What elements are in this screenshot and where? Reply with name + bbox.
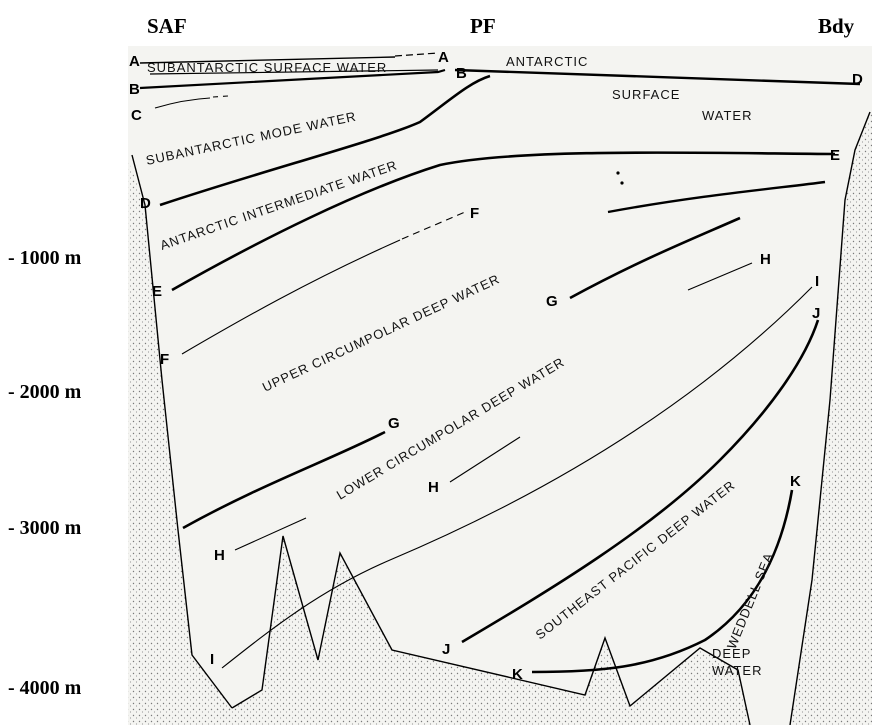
seafloor-stipple — [192, 536, 750, 725]
boundary-line-i — [221, 286, 813, 669]
marker-k-left: K — [512, 666, 523, 683]
label-subantarctic-surface-water: SUBANTARCTIC SURFACE WATER — [147, 60, 387, 75]
marker-b-right: B — [456, 65, 467, 82]
boundary-line-d — [159, 74, 491, 207]
marker-c: C — [131, 107, 142, 124]
header-saf: SAF — [147, 14, 187, 38]
marker-f-left: F — [160, 351, 169, 368]
boundary-line-a-lower — [149, 69, 439, 75]
boundary-line-g-lower — [182, 430, 386, 530]
depth-label-3000: - 3000 m — [8, 517, 82, 539]
marker-h-lower: H — [214, 547, 225, 564]
marker-k-right: K — [790, 473, 801, 490]
boundary-line-c-dashed — [212, 95, 229, 98]
marker-j-left: J — [442, 641, 450, 658]
marker-d-right: D — [852, 71, 863, 88]
marker-g-upper: G — [546, 293, 558, 310]
marker-d-left: D — [140, 195, 151, 212]
marker-b-left: B — [129, 81, 140, 98]
header-bdy: Bdy — [818, 14, 855, 38]
boundary-line-b — [139, 68, 446, 90]
marker-j-right: J — [812, 305, 820, 322]
boundary-line-j — [461, 319, 820, 644]
marker-e-left: E — [152, 283, 162, 300]
boundary-line-e-upper — [607, 180, 826, 214]
right-slope-stipple — [790, 110, 872, 725]
boundary-line-f — [181, 239, 401, 355]
label-surface: SURFACE — [612, 87, 680, 102]
header-pf: PF — [470, 14, 496, 38]
boundary-line-h-mid — [449, 436, 521, 483]
depth-label-1000: - 1000 m — [8, 247, 82, 269]
depth-label-4000: - 4000 m — [8, 677, 82, 699]
boundary-line-a — [139, 56, 396, 64]
marker-i-left: I — [210, 651, 214, 668]
marker-a-left: A — [129, 53, 140, 70]
marker-h-mid: H — [428, 479, 439, 496]
section-paper — [128, 46, 872, 725]
marker-e-right: E — [830, 147, 840, 164]
left-slope-outline — [131, 154, 233, 709]
marker-i-right: I — [815, 273, 819, 290]
marker-a-right: A — [438, 49, 449, 66]
stray-mark-2 — [620, 181, 624, 185]
boundary-line-h-upper — [687, 262, 753, 291]
label-antarctic: ANTARCTIC — [506, 54, 588, 69]
marker-g-lower: G — [388, 415, 400, 432]
right-slope-outline — [789, 111, 871, 725]
boundary-line-k — [531, 489, 794, 674]
seafloor-outline — [231, 535, 751, 725]
boundary-line-e — [171, 151, 836, 292]
left-slope-stipple — [128, 46, 232, 725]
label-water-surface: WATER — [702, 108, 753, 123]
boundary-line-g-upper — [569, 216, 741, 300]
marker-h-upper: H — [760, 251, 771, 268]
marker-f-right: F — [470, 205, 479, 222]
label-weddell-water: WATER — [712, 663, 763, 678]
boundary-line-d-top — [454, 68, 861, 86]
boundary-line-c — [154, 97, 211, 109]
boundary-line-a-dashed — [394, 52, 439, 57]
boundary-line-h-lower — [234, 517, 307, 551]
label-weddell-deep: DEEP — [712, 646, 751, 661]
depth-label-2000: - 2000 m — [8, 381, 82, 403]
stray-mark-1 — [616, 171, 620, 175]
